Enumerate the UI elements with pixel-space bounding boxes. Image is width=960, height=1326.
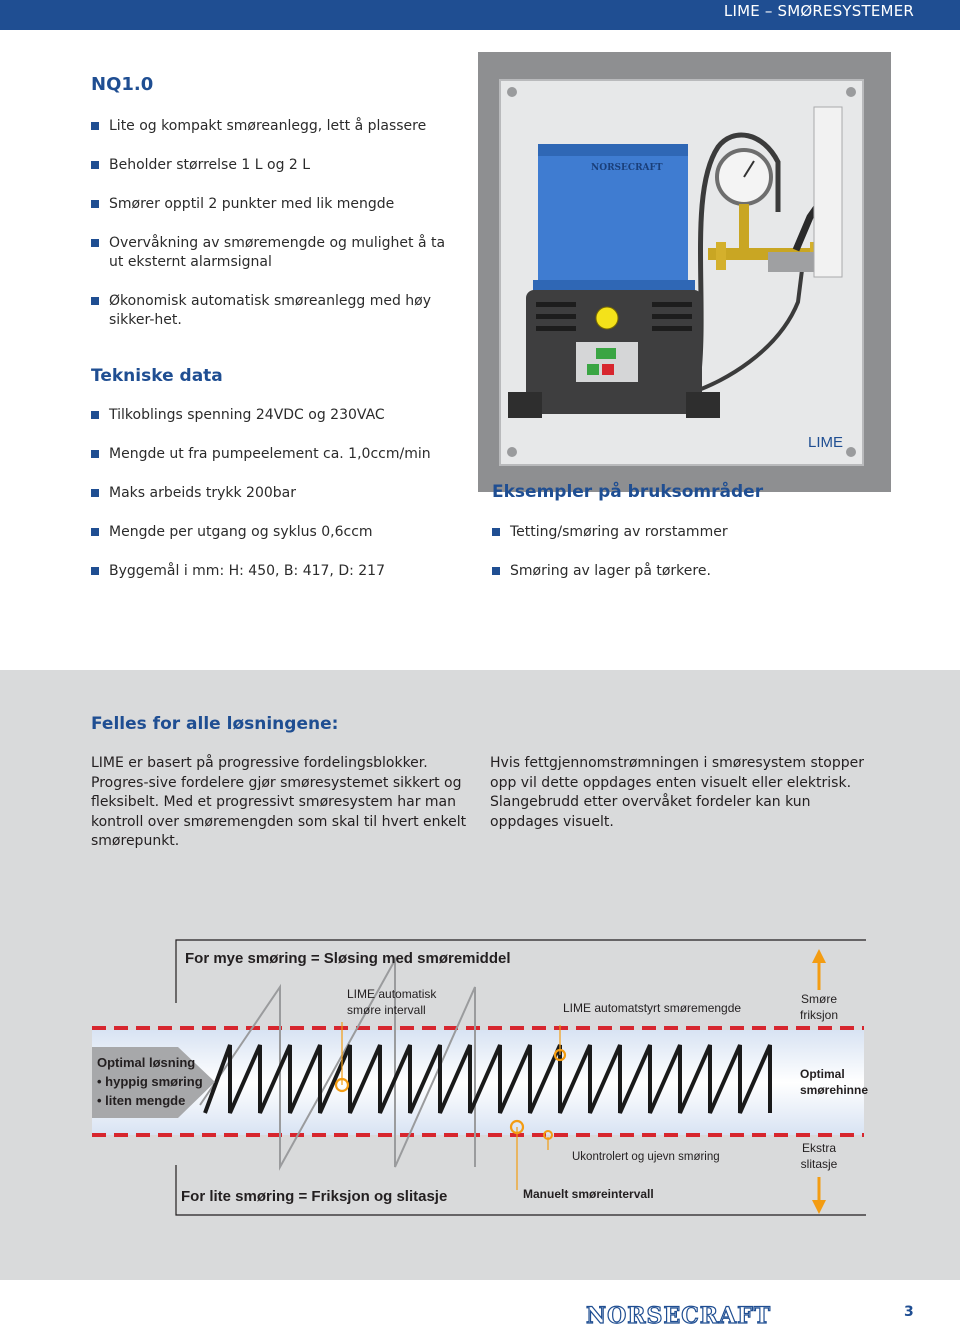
- manual-marker: [509, 1119, 525, 1135]
- lubrication-diagram: For mye smøring = Sløsing med smøremidde…: [92, 939, 868, 1216]
- manual-label: Manuelt smøreintervall: [523, 1187, 654, 1201]
- footer-brand: NORSECRAFT: [586, 1304, 771, 1326]
- feature-item: Lite og kompakt smøreanlegg, lett å plas…: [91, 117, 451, 136]
- tech-heading: Tekniske data: [91, 366, 223, 386]
- optimal-label-2: • hyppig smøring: [97, 1074, 203, 1089]
- film-label-2: smørehinne: [800, 1083, 868, 1097]
- common-left-text: LIME er basert på progressive fordelings…: [91, 755, 467, 849]
- wear-down-arrow-icon: [812, 1200, 826, 1214]
- optimal-band: [92, 1030, 864, 1135]
- feature-item: Beholder størrelse 1 L og 2 L: [91, 156, 451, 175]
- bullet-icon: [492, 528, 500, 536]
- automatic-lubrication-curve: [203, 1044, 772, 1114]
- footer-logo: NORSECRAFT: [586, 1304, 771, 1326]
- product-title: NQ1.0: [91, 74, 154, 95]
- section-label: LIME – SMØRESYSTEMER: [723, 2, 914, 20]
- bullet-icon: [91, 567, 99, 575]
- friction-label-2: friksjon: [800, 1008, 838, 1022]
- uncontrolled-label: Ukontrolert og ujevn smøring: [572, 1151, 720, 1163]
- too-much-bracket: [175, 939, 866, 1003]
- friction-label-1: Smøre: [801, 992, 837, 1006]
- wear-label-2: slitasje: [801, 1157, 838, 1171]
- too-much-label: For mye smøring = Sløsing med smøremidde…: [185, 950, 511, 967]
- common-section: [0, 670, 960, 1280]
- tech-item: Byggemål i mm: H: 450, B: 417, D: 217: [91, 562, 471, 581]
- bullet-icon: [91, 239, 99, 247]
- feature-item: Økonomisk automatisk smøreanlegg med høy…: [91, 292, 451, 330]
- bullet-icon: [91, 200, 99, 208]
- top-banner: LIME – SMØRESYSTEMER: [0, 0, 960, 30]
- common-right-text: Hvis fettgjennomstrømningen i smøresyste…: [490, 755, 864, 830]
- feature-item: Smører opptil 2 punkter med lik mengde: [91, 195, 451, 214]
- tech-item: Mengde ut fra pumpeelement ca. 1,0ccm/mi…: [91, 445, 471, 464]
- tech-list: Tilkoblings spenning 24VDC og 230VAC Men…: [91, 406, 471, 581]
- bullet-icon: [91, 528, 99, 536]
- example-item: Tetting/smøring av rorstammer: [492, 523, 872, 542]
- bullet-icon: [492, 567, 500, 575]
- optimal-arrow-shape: [92, 1047, 215, 1118]
- examples-list: Tetting/smøring av rorstammer Smøring av…: [492, 523, 872, 581]
- optimal-label-1: Optimal løsning: [97, 1055, 195, 1070]
- feature-item: Overvåkning av smøremengde og mulighet å…: [91, 234, 461, 272]
- too-little-label: For lite smøring = Friksjon og slitasje: [181, 1188, 447, 1205]
- uncontrolled-marker: [543, 1130, 553, 1140]
- bullet-icon: [91, 122, 99, 130]
- examples-heading: Eksempler på bruksområder: [492, 482, 764, 502]
- product-photo: NORSECRAFT LIME: [478, 52, 891, 492]
- page-number: 3: [904, 1304, 914, 1320]
- auto-interval-label-1: LIME automatisk: [347, 987, 437, 1001]
- tech-item: Tilkoblings spenning 24VDC og 230VAC: [91, 406, 471, 425]
- tech-item: Maks arbeids trykk 200bar: [91, 484, 471, 503]
- bullet-icon: [91, 411, 99, 419]
- photo-brand-text: NORSECRAFT: [591, 163, 663, 173]
- feature-list: Lite og kompakt smøreanlegg, lett å plas…: [91, 117, 451, 330]
- bullet-icon: [91, 489, 99, 497]
- auto-interval-label-2: smøre intervall: [347, 1003, 426, 1017]
- friction-up-arrow-icon: [812, 949, 826, 963]
- bullet-icon: [91, 450, 99, 458]
- example-item: Smøring av lager på tørkere.: [492, 562, 872, 581]
- film-label-1: Optimal: [800, 1067, 845, 1081]
- bullet-icon: [91, 161, 99, 169]
- photo-label: LIME: [808, 434, 843, 451]
- interval-marker: [334, 1077, 350, 1093]
- auto-amount-label: LIME automatstyrt smøremengde: [563, 1001, 741, 1015]
- manual-lubrication-curve: [199, 956, 476, 1171]
- bullet-icon: [91, 297, 99, 305]
- optimal-label-3: • liten mengde: [97, 1093, 185, 1108]
- common-heading: Felles for alle løsningene:: [91, 714, 339, 734]
- tech-item: Mengde per utgang og syklus 0,6ccm: [91, 523, 471, 542]
- amount-marker: [553, 1048, 567, 1062]
- too-little-bracket: [175, 1165, 866, 1216]
- wear-label-1: Ekstra: [802, 1141, 836, 1155]
